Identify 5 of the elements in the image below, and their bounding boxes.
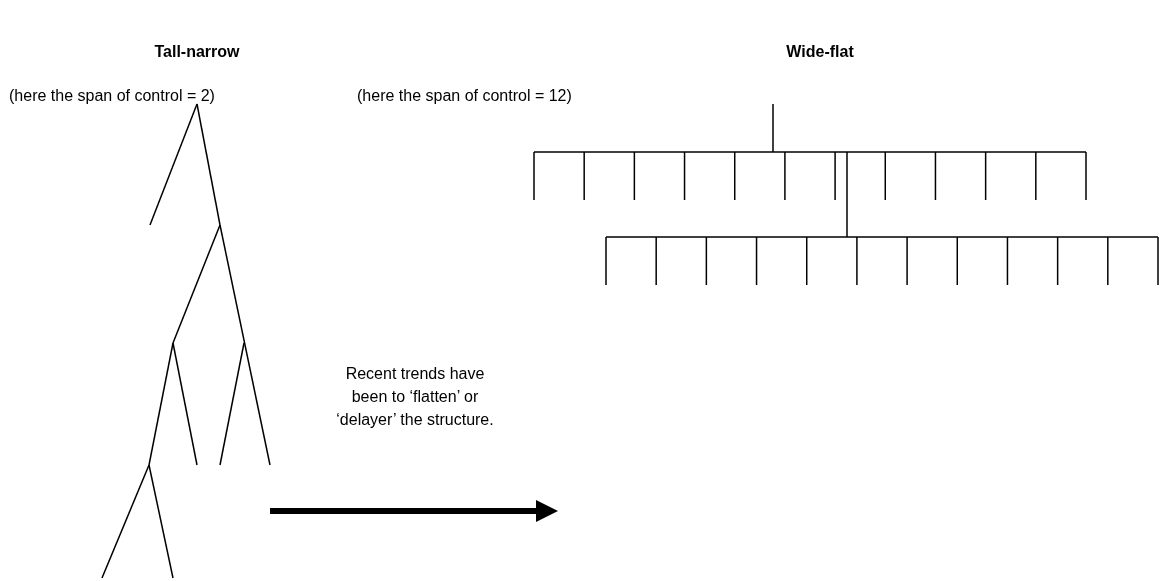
heading: Tall-narrow [153, 42, 241, 62]
span-label: (here the span of control = 12) [357, 86, 573, 106]
note-text: Recent trends have been to ‘flatten’ or ‘delayer’ the structure. [335, 364, 495, 430]
heading: Wide-flat [785, 42, 855, 62]
span-label: (here the span of control = 2) [9, 86, 216, 106]
